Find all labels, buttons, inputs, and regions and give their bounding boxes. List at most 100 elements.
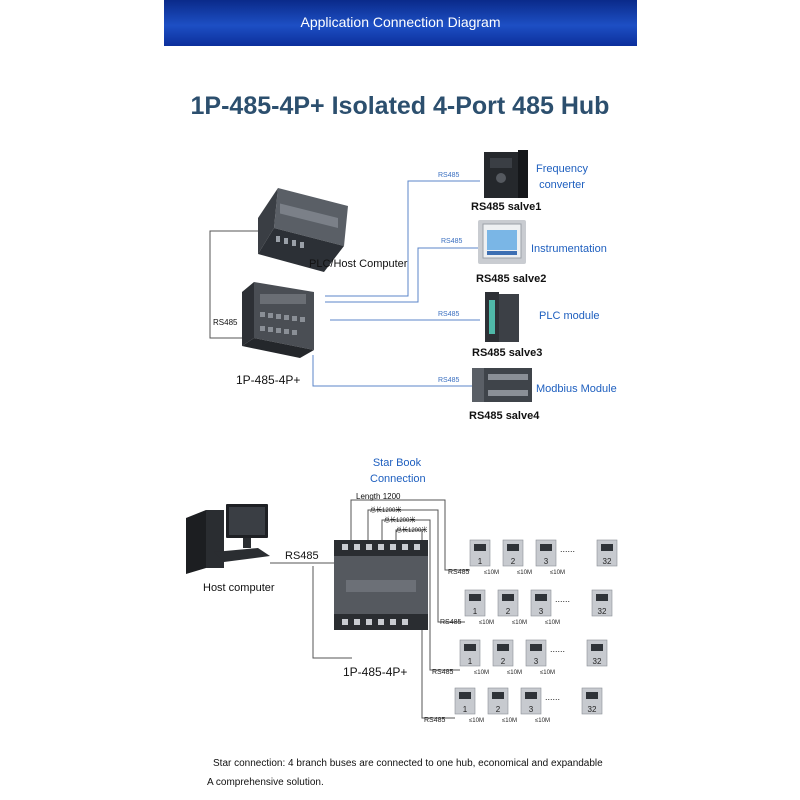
meter-device bbox=[469, 539, 491, 567]
spacing-label: ≤10M bbox=[545, 620, 560, 626]
slave1-name: RS485 salve1 bbox=[471, 201, 542, 213]
frequency-converter-device bbox=[484, 150, 528, 198]
meter-device bbox=[492, 639, 514, 667]
length-label-2: 总长1200米 bbox=[370, 508, 402, 514]
meter-device bbox=[586, 639, 608, 667]
branch-rs485-label: RS485 bbox=[432, 669, 454, 676]
link-slave2 bbox=[325, 247, 480, 303]
meter-number: 2 bbox=[496, 705, 501, 714]
plc-device bbox=[258, 188, 348, 272]
meter-device bbox=[530, 589, 552, 617]
meter-number: 32 bbox=[593, 657, 602, 666]
banner-title: Application Connection Diagram bbox=[300, 14, 501, 30]
spacing-label: ≤10M bbox=[535, 718, 550, 724]
slave2-device-label: Instrumentation bbox=[531, 243, 607, 255]
length-label-4: 总长1200米 bbox=[396, 528, 428, 534]
plc-link-label: RS485 bbox=[213, 318, 238, 327]
meter-number: 32 bbox=[588, 705, 597, 714]
host-link-label: RS485 bbox=[285, 550, 319, 562]
meter-number: 3 bbox=[529, 705, 534, 714]
spacing-label: ≤10M bbox=[484, 570, 499, 576]
meter-device bbox=[591, 589, 613, 617]
slave1-device-label: Frequency converter bbox=[536, 163, 588, 191]
branch-line-1 bbox=[350, 499, 470, 571]
host-computer-device bbox=[186, 504, 270, 574]
star-connection-heading: Star Book Connection bbox=[370, 457, 426, 485]
spacing-label: ≤10M bbox=[550, 570, 565, 576]
meter-device bbox=[454, 687, 476, 715]
header-banner: Application Connection Diagram bbox=[164, 0, 637, 46]
meter-number: 2 bbox=[506, 607, 511, 616]
modbus-module-device bbox=[472, 368, 532, 402]
meter-number: 3 bbox=[544, 557, 549, 566]
branch-line-3 bbox=[381, 519, 460, 671]
meter-number: 1 bbox=[478, 557, 483, 566]
diagram-title: 1P-485-4P+ Isolated 4-Port 485 Hub bbox=[190, 92, 610, 120]
length-label-main: Length 1200 bbox=[356, 492, 401, 501]
spacing-label: ≤10M bbox=[474, 670, 489, 676]
bottom-hub-device bbox=[334, 540, 428, 630]
meter-rows: 1≤10M2≤10M3≤10M32......RS4851≤10M2≤10M3≤… bbox=[424, 539, 618, 724]
hub-label: 1P-485-4P+ bbox=[236, 373, 301, 387]
slave4-name: RS485 salve4 bbox=[469, 410, 540, 422]
bottom-hub-label: 1P-485-4P+ bbox=[343, 665, 408, 679]
meter-ellipsis: ...... bbox=[560, 544, 575, 554]
meter-device bbox=[464, 589, 486, 617]
meter-device bbox=[535, 539, 557, 567]
branch-line-2 bbox=[367, 509, 465, 623]
slave4-tag: RS485 bbox=[438, 377, 460, 384]
meter-number: 2 bbox=[501, 657, 506, 666]
host-computer-label: Host computer bbox=[203, 582, 275, 594]
spacing-label: ≤10M bbox=[469, 718, 484, 724]
meter-device bbox=[520, 687, 542, 715]
branch-rs485-label: RS485 bbox=[440, 619, 462, 626]
slave3-name: RS485 salve3 bbox=[472, 347, 543, 359]
meter-device bbox=[596, 539, 618, 567]
branch-line-4 bbox=[395, 529, 455, 719]
meter-number: 1 bbox=[468, 657, 473, 666]
spacing-label: ≤10M bbox=[517, 570, 532, 576]
slave3-tag: RS485 bbox=[438, 311, 460, 318]
link-slave1 bbox=[325, 180, 480, 297]
meter-device bbox=[525, 639, 547, 667]
branch-rs485-label: RS485 bbox=[424, 717, 446, 724]
meter-device bbox=[497, 589, 519, 617]
slave3-device-label: PLC module bbox=[539, 310, 600, 322]
meter-ellipsis: ...... bbox=[555, 594, 570, 604]
meter-number: 2 bbox=[511, 557, 516, 566]
meter-ellipsis: ...... bbox=[545, 692, 560, 702]
spacing-label: ≤10M bbox=[540, 670, 555, 676]
meter-number: 3 bbox=[539, 607, 544, 616]
slave4-device-label: Modbius Module bbox=[536, 383, 617, 395]
instrumentation-device bbox=[478, 220, 526, 264]
meter-device bbox=[502, 539, 524, 567]
meter-ellipsis: ...... bbox=[550, 644, 565, 654]
hub-lower-link bbox=[312, 566, 352, 659]
slave1-tag: RS485 bbox=[438, 172, 460, 179]
meter-number: 32 bbox=[598, 607, 607, 616]
footer-line2: A comprehensive solution. bbox=[207, 777, 324, 788]
slave2-name: RS485 salve2 bbox=[476, 273, 547, 285]
link-slave4 bbox=[312, 355, 480, 387]
plc-label: PLC/Host Computer bbox=[309, 258, 408, 270]
length-label-3: 总长1200米 bbox=[384, 518, 416, 524]
meter-number: 1 bbox=[473, 607, 478, 616]
spacing-label: ≤10M bbox=[507, 670, 522, 676]
spacing-label: ≤10M bbox=[479, 620, 494, 626]
spacing-label: ≤10M bbox=[512, 620, 527, 626]
spacing-label: ≤10M bbox=[502, 718, 517, 724]
meter-number: 3 bbox=[534, 657, 539, 666]
meter-number: 1 bbox=[463, 705, 468, 714]
meter-device bbox=[459, 639, 481, 667]
slave2-tag: RS485 bbox=[441, 238, 463, 245]
meter-device bbox=[581, 687, 603, 715]
meter-device bbox=[487, 687, 509, 715]
footer-line1: Star connection: 4 branch buses are conn… bbox=[213, 758, 603, 769]
hub-device bbox=[242, 282, 314, 358]
plc-module-device bbox=[485, 292, 519, 342]
meter-number: 32 bbox=[603, 557, 612, 566]
link-plc-hub bbox=[209, 230, 258, 339]
branch-rs485-label: RS485 bbox=[448, 569, 470, 576]
